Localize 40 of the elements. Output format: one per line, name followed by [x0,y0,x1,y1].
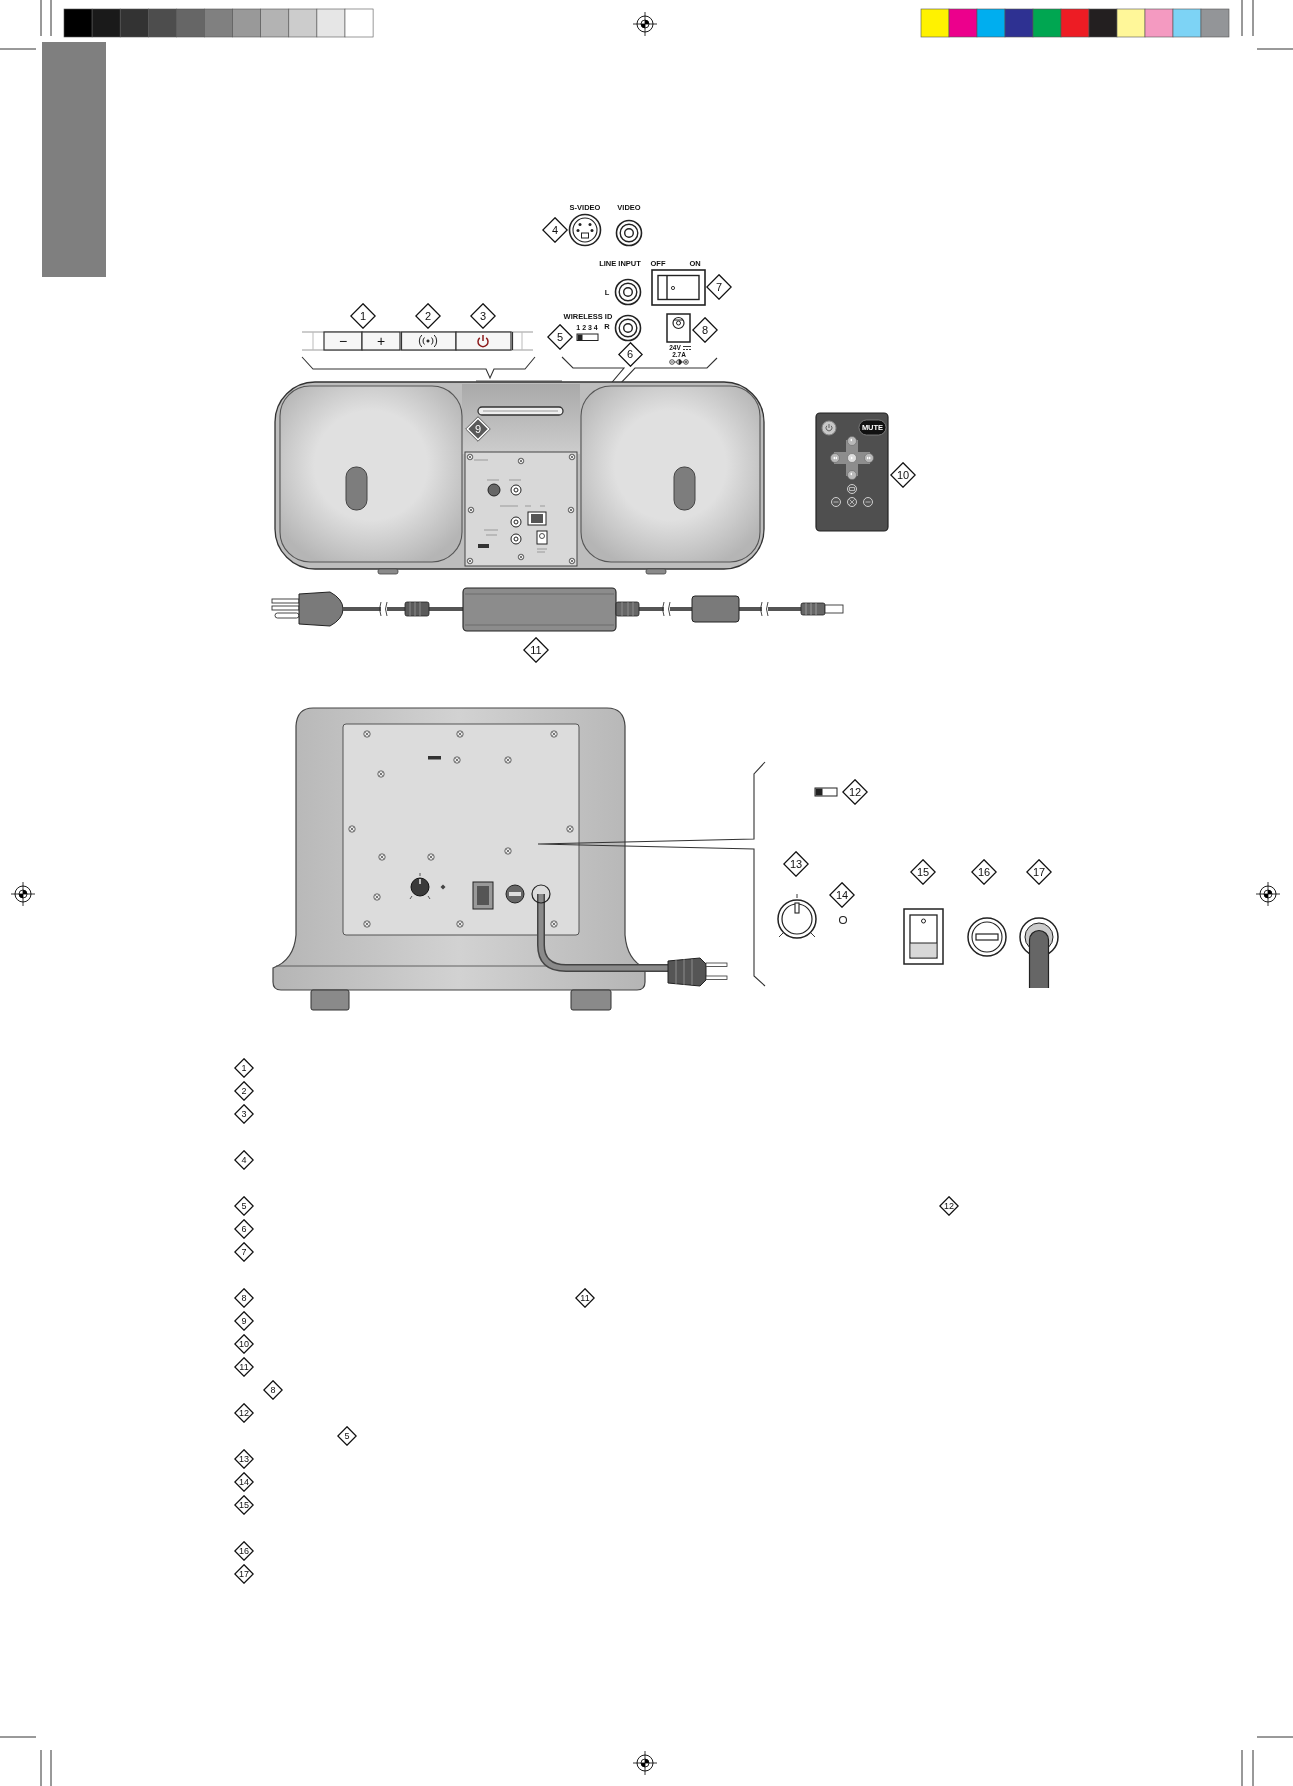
callout-number: 5 [337,1426,357,1446]
callout-number: 1 [234,1058,254,1078]
callout-number: 17 [1026,859,1052,885]
callout-number: 12 [842,779,868,805]
callout-number: 16 [234,1541,254,1561]
callout-number: 9 [234,1311,254,1331]
callout-number: 11 [234,1357,254,1377]
callout-number: 5 [547,324,573,350]
callout-number: 9 [465,416,491,442]
callout-number: 11 [575,1288,595,1308]
callout-number: 6 [617,341,643,367]
callout-number: 13 [234,1449,254,1469]
button-label: + [376,334,386,348]
callout-number: 12 [234,1403,254,1423]
callout-number: 4 [234,1150,254,1170]
callout-number: 8 [263,1380,283,1400]
callout-number: 10 [234,1334,254,1354]
callout-number: 3 [234,1104,254,1124]
callout-number: 15 [910,859,936,885]
callout-number: 16 [971,859,997,885]
callout-number: 8 [234,1288,254,1308]
callout-number: 12 [939,1196,959,1216]
button-label: − [338,334,348,348]
callout-number: 17 [234,1564,254,1584]
callout-number: 13 [783,851,809,877]
callout-number: 7 [234,1242,254,1262]
callout-number: 2 [234,1081,254,1101]
callout-number: 6 [234,1219,254,1239]
callout-number: 14 [829,882,855,908]
callout-number: 11 [523,637,549,663]
callout-number: 3 [470,303,496,329]
callout-number: 15 [234,1495,254,1515]
callout-number: 2 [415,303,441,329]
callout-number: 5 [234,1196,254,1216]
callout-number: 7 [706,274,732,300]
callout-number: 8 [692,317,718,343]
callout-number: 4 [542,217,568,243]
callout-number: 14 [234,1472,254,1492]
callout-number: 10 [890,462,916,488]
callout-number: 1 [350,303,376,329]
